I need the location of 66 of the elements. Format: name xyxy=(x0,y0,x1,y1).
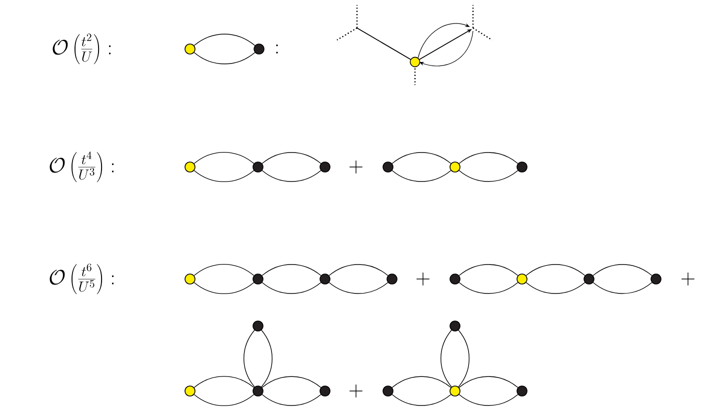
arc-line xyxy=(262,394,322,406)
vertex-dot xyxy=(252,320,264,332)
arc-line xyxy=(261,330,272,388)
arc-line xyxy=(194,152,254,164)
vertex-dot xyxy=(184,44,196,54)
arc-line xyxy=(458,330,470,388)
vertex-dot xyxy=(320,162,330,172)
vertex-dot xyxy=(584,274,594,284)
arc-line xyxy=(194,52,256,64)
plus-sign: $+$ xyxy=(416,272,430,286)
arc-line xyxy=(262,152,322,164)
arc-line xyxy=(458,394,518,406)
arc-line xyxy=(194,394,254,406)
arc-line xyxy=(392,394,452,406)
arc-line xyxy=(458,282,518,294)
arc-line xyxy=(244,330,255,388)
vertex-dot xyxy=(382,162,394,172)
arc-line xyxy=(458,170,518,182)
plus-sign: $+$ xyxy=(350,384,362,398)
vertex-dot xyxy=(650,274,662,284)
arc-line xyxy=(440,330,452,388)
arc-line xyxy=(262,282,322,294)
arc-line xyxy=(458,264,518,276)
arc-line xyxy=(194,264,254,276)
vertex-dot xyxy=(450,320,460,332)
vertex-dot xyxy=(386,274,398,284)
arc-line xyxy=(458,152,518,164)
vertex-dot xyxy=(320,386,330,396)
arc-line xyxy=(526,264,586,276)
vertex-dot xyxy=(252,162,264,172)
arc-line xyxy=(262,170,322,182)
vertex-dot xyxy=(450,274,460,284)
vertex-dot xyxy=(254,44,264,54)
arc-line xyxy=(194,376,254,388)
arc-line xyxy=(328,282,388,294)
arc-line xyxy=(194,34,256,46)
vertex-dot xyxy=(252,386,264,396)
vertex-dot xyxy=(184,386,196,396)
arc-line xyxy=(592,264,652,276)
vertex-dot xyxy=(516,274,528,284)
order-formula: $\mathcal{O}\left(\frac{t^6}{U^5}\right):$ xyxy=(50,264,114,294)
vertex-dot xyxy=(516,162,528,172)
vertex-dot xyxy=(450,162,460,172)
arc-line xyxy=(526,282,586,294)
arc-line xyxy=(262,264,322,276)
vertex-dot xyxy=(184,162,196,172)
plus-sign: $+$ xyxy=(350,160,362,174)
vertex-dot xyxy=(184,274,196,284)
vertex-dot xyxy=(320,274,330,284)
arc-line xyxy=(392,170,452,182)
colon-sign: $:$ xyxy=(276,44,278,54)
arc-line xyxy=(392,152,452,164)
order-formula: $\mathcal{O}\left(\frac{t^4}{U^3}\right):$ xyxy=(50,152,114,182)
order-formula: $\mathcal{O}\left(\frac{t^2}{U}\right):$ xyxy=(52,34,111,64)
vertex-dot xyxy=(252,274,264,284)
vertex-dot xyxy=(382,386,394,396)
arc-line xyxy=(458,376,518,388)
arc-line xyxy=(392,376,452,388)
vertex-dot xyxy=(516,386,528,396)
arc-line xyxy=(194,170,254,182)
arc-line xyxy=(262,376,322,388)
arc-line xyxy=(592,282,652,294)
arc-line xyxy=(328,264,388,276)
arc-line xyxy=(194,282,254,294)
vertex-dot xyxy=(450,386,460,396)
plus-sign: $+$ xyxy=(682,272,694,286)
